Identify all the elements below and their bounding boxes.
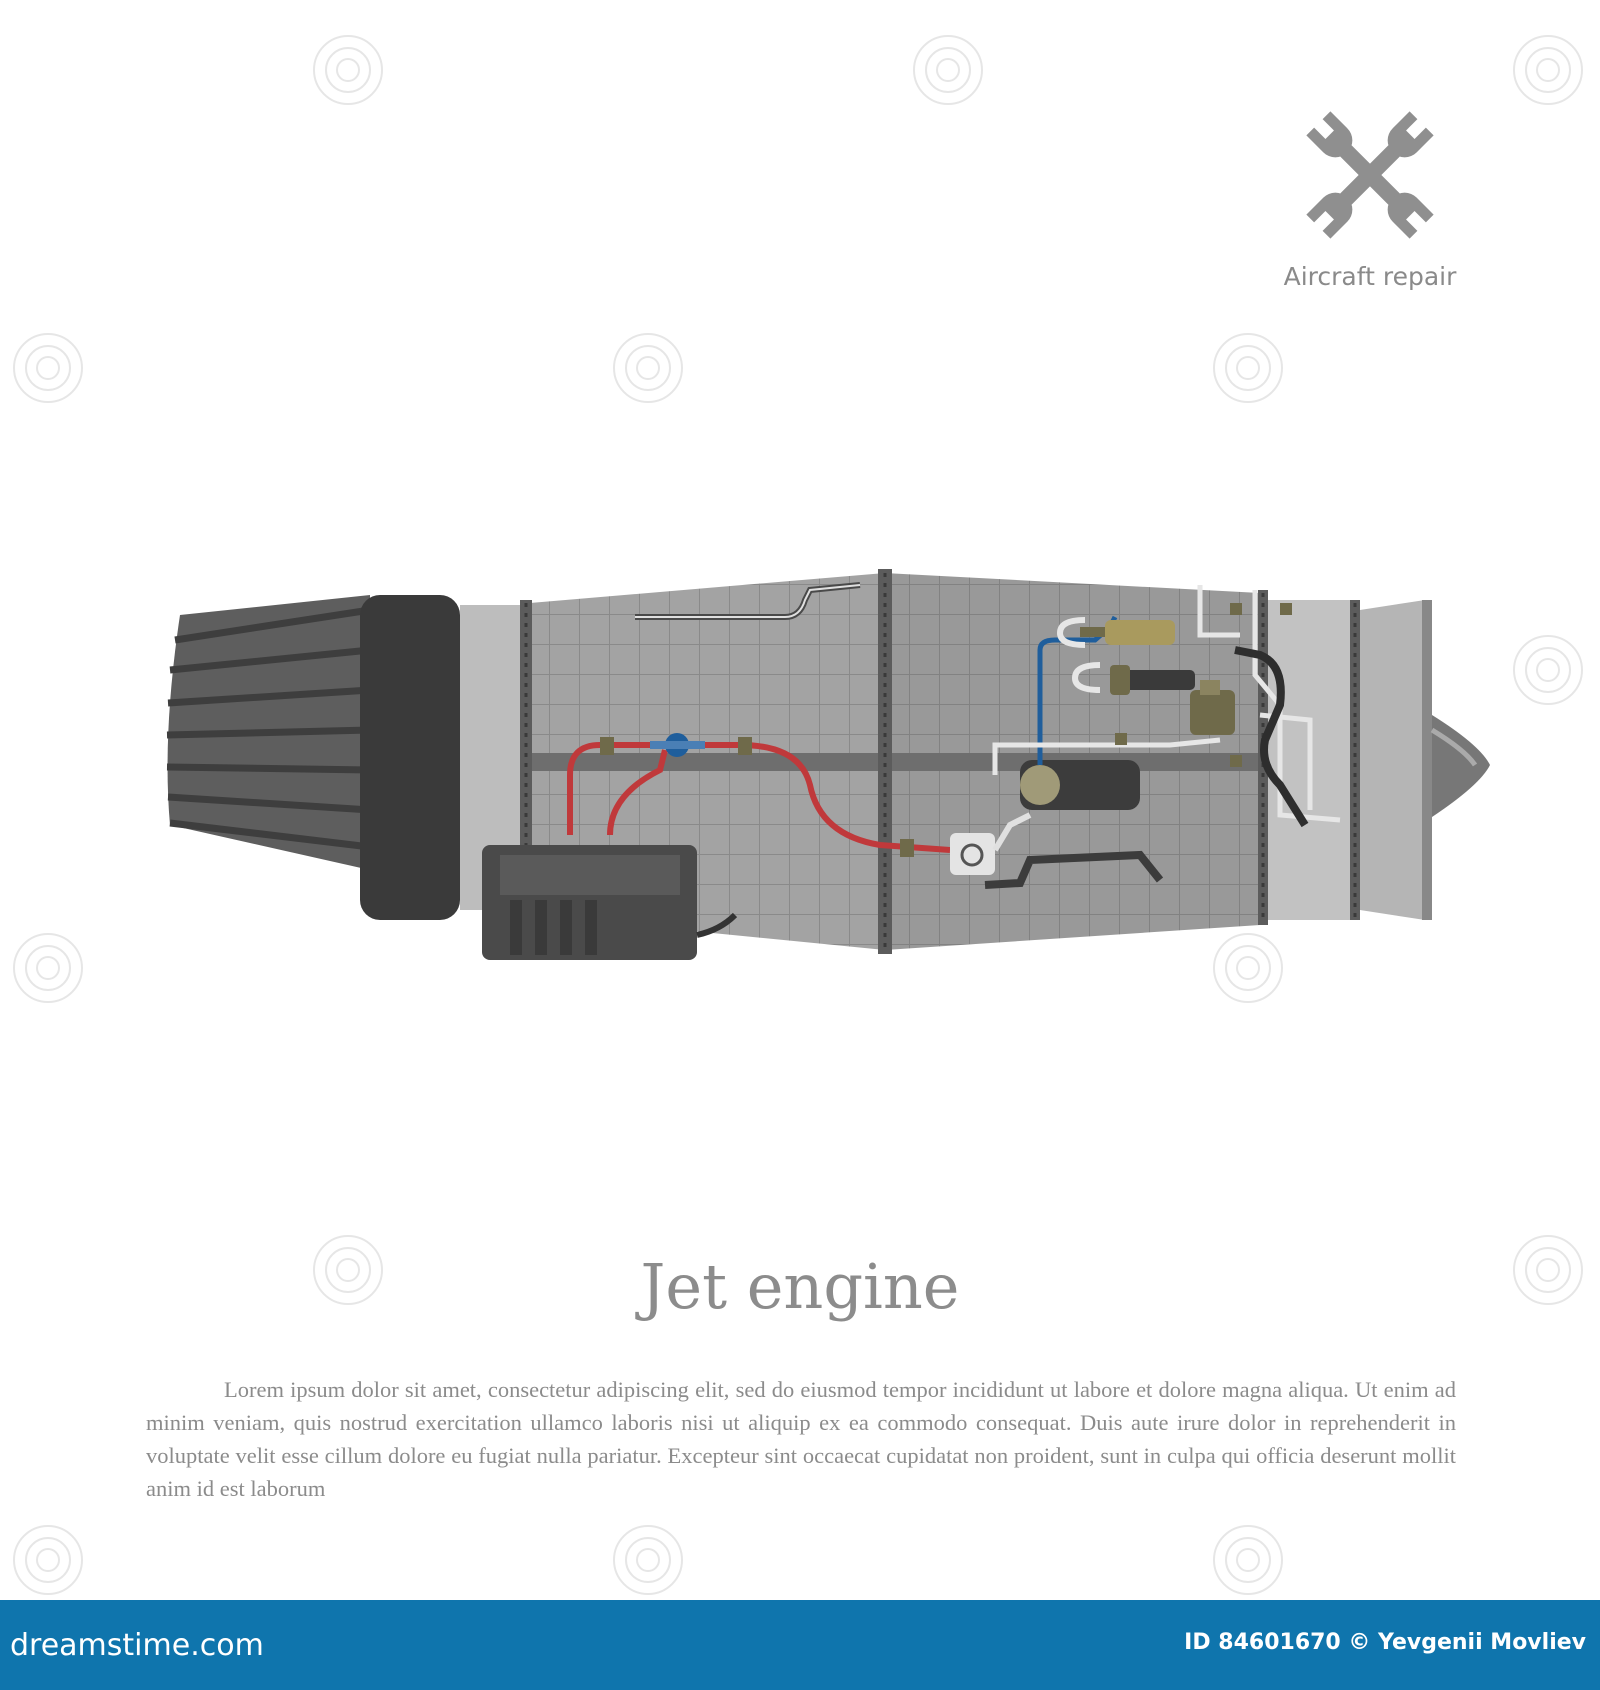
- watermark-swirl-icon: [1513, 635, 1583, 705]
- watermark-swirl-icon: [1213, 333, 1283, 403]
- dark-return-pipe: [1234, 646, 1309, 828]
- page-title: Jet engine: [640, 1250, 960, 1323]
- stock-logo: dreamstime.com: [10, 1628, 264, 1663]
- watermark-swirl-icon: [1513, 35, 1583, 105]
- footer-bar: dreamstime.com ID 84601670 © Yevgenii Mo…: [0, 1600, 1600, 1690]
- watermark-swirl-icon: [13, 333, 83, 403]
- red-fuel-line: [567, 742, 951, 853]
- watermark-swirl-icon: [913, 35, 983, 105]
- image-credit: ID 84601670 © Yevgenii Movliev: [1184, 1630, 1586, 1655]
- jet-engine-illustration: [166, 569, 1490, 960]
- watermark-swirl-icon: [613, 333, 683, 403]
- dark-valve-2: [1110, 665, 1195, 695]
- aircraft-repair-badge: Aircraft repair: [1270, 100, 1470, 310]
- crossed-wrenches-icon: [1306, 111, 1434, 239]
- watermark-swirl-icon: [13, 933, 83, 1003]
- watermark-swirl-icon: [313, 35, 383, 105]
- aircraft-repair-label: Aircraft repair: [1283, 262, 1457, 291]
- exhaust-cone: [1432, 715, 1490, 817]
- watermark-swirl-icon: [613, 1525, 683, 1595]
- support-bracket: [984, 850, 1164, 889]
- watermark-swirl-icon: [1213, 1525, 1283, 1595]
- brass-valve-3: [1190, 680, 1235, 735]
- intake-cowling: [166, 595, 371, 870]
- exhaust-nozzle: [1360, 600, 1425, 920]
- starter-unit: [950, 812, 1032, 875]
- fuel-pump-box: [482, 845, 738, 960]
- watermark-swirl-icon: [13, 1525, 83, 1595]
- intake-ring: [360, 595, 460, 920]
- blue-fuel-line: [1037, 615, 1118, 765]
- description-text: Lorem ipsum dolor sit amet, consectetur …: [146, 1377, 1456, 1501]
- brass-valve-1: [1080, 620, 1175, 645]
